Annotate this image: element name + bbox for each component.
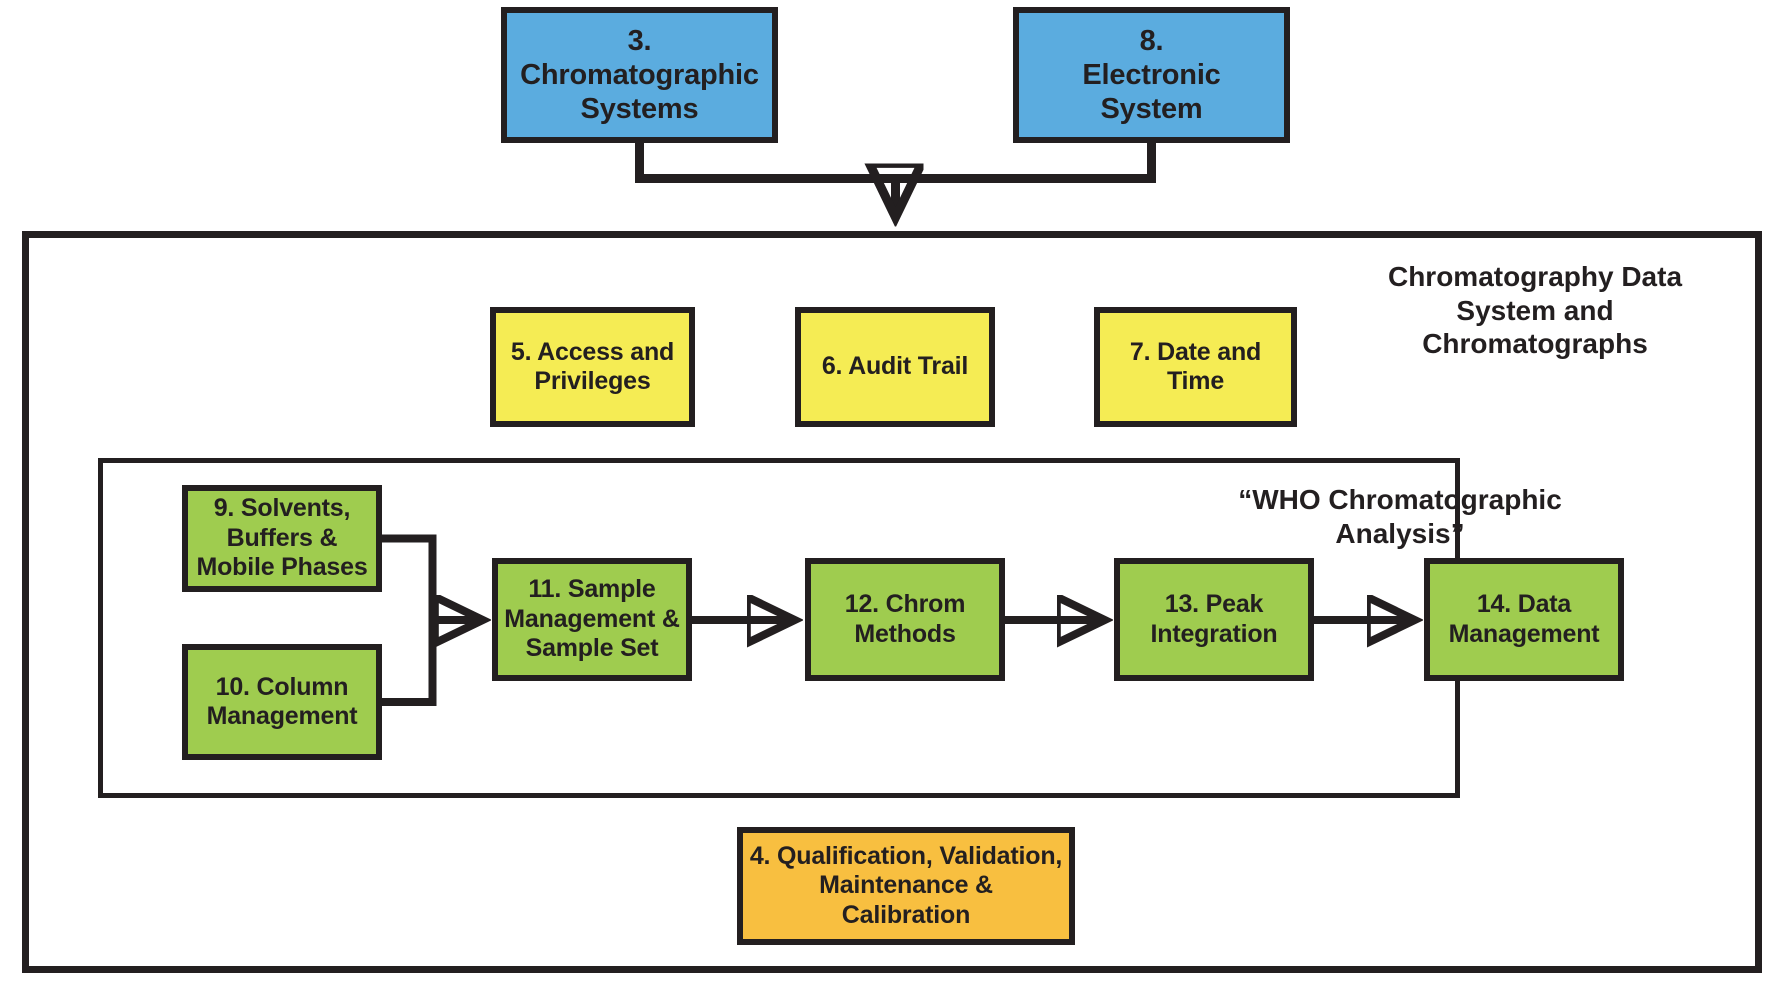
node-audit-trail[interactable]: 6. Audit Trail bbox=[795, 307, 995, 427]
node-solvents-buffers-mobile-phases[interactable]: 9. Solvents,Buffers &Mobile Phases bbox=[182, 485, 382, 592]
node-qualification-validation-maintenance-calibration[interactable]: 4. Qualification, Validation,Maintenance… bbox=[737, 827, 1075, 945]
connector-top-merge bbox=[635, 143, 1156, 212]
container-chromatography-data-system bbox=[22, 231, 1762, 973]
